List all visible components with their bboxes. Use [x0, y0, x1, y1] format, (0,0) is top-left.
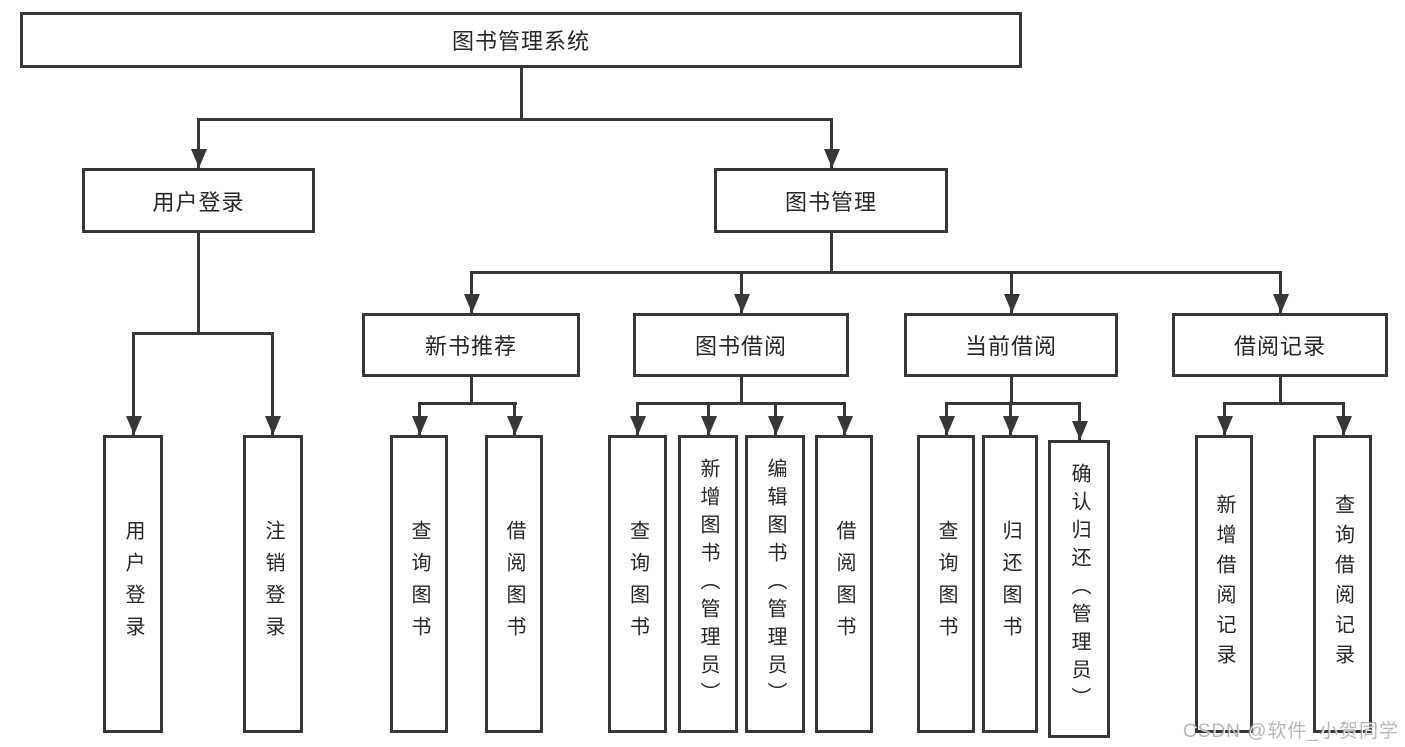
connector-borrow-record-bar [1223, 402, 1345, 405]
node-book-management-label: 图书管理 [784, 189, 877, 215]
node-user-login: 用户登录 [82, 168, 315, 233]
leaf-bb-edit-books-admin: 编辑图书（管理员） [745, 435, 805, 733]
connector-arrow-bb-borrow [843, 402, 846, 435]
leaf-nb-borrow-books: 借阅图书 [485, 435, 543, 733]
leaf-cb-return-books: 归还图书 [982, 435, 1038, 733]
connector-arrow-leaf-login [132, 332, 135, 435]
connector-current-borrow-stem [1010, 377, 1013, 404]
leaf-user-login-label: 用户登录 [122, 520, 144, 648]
connector-level3-bar [470, 271, 1282, 274]
connector-arrow-br-add [1223, 402, 1226, 435]
leaf-logout-label: 注销登录 [262, 520, 284, 648]
connector-arrow-br-query [1342, 402, 1345, 435]
leaf-br-query-record-label: 查询借阅记录 [1331, 494, 1354, 674]
connector-arrow-cb-return [1009, 402, 1012, 435]
leaf-cb-query-books-label: 查询图书 [935, 520, 957, 648]
node-root-library-management-system: 图书管理系统 [20, 12, 1022, 68]
connector-new-book-bar [418, 402, 517, 405]
node-book-borrow-label: 图书借阅 [694, 334, 787, 359]
connector-arrow-book-borrow [740, 271, 743, 313]
connector-current-borrow-bar [945, 402, 1081, 405]
node-new-book-recommend: 新书推荐 [362, 313, 580, 377]
connector-arrow-bb-query [636, 402, 639, 435]
connector-root-stem [520, 67, 523, 120]
connector-arrow-cb-confirm [1078, 402, 1081, 440]
connector-arrow-current-borrow [1010, 271, 1013, 313]
node-current-borrow-label: 当前借阅 [964, 334, 1057, 359]
leaf-logout: 注销登录 [243, 435, 303, 733]
connector-book-borrow-stem [740, 377, 743, 404]
leaf-bb-query-books: 查询图书 [608, 435, 667, 733]
connector-user-login-bar [132, 332, 274, 335]
leaf-user-login: 用户登录 [103, 435, 163, 733]
connector-book-management-stem [830, 233, 833, 273]
connector-arrow-book-management [830, 118, 833, 168]
leaf-cb-confirm-return-admin: 确认归还（管理员） [1048, 440, 1110, 738]
connector-level2-bar [197, 118, 833, 121]
connector-arrow-bb-edit [774, 402, 777, 435]
leaf-br-add-record-label: 新增借阅记录 [1213, 494, 1235, 674]
connector-arrow-new-book [470, 271, 473, 313]
leaf-br-query-record: 查询借阅记录 [1313, 435, 1372, 733]
node-current-borrow: 当前借阅 [904, 313, 1118, 377]
leaf-bb-edit-books-admin-label: 编辑图书（管理员） [764, 458, 786, 710]
node-user-login-label: 用户登录 [152, 189, 245, 215]
leaf-cb-query-books: 查询图书 [917, 435, 975, 733]
node-new-book-recommend-label: 新书推荐 [424, 334, 517, 359]
connector-arrow-nb-query [418, 402, 421, 435]
leaf-nb-query-books: 查询图书 [390, 435, 448, 733]
connector-book-borrow-bar [636, 402, 845, 405]
node-book-management: 图书管理 [714, 168, 948, 233]
leaf-bb-borrow-books-label: 借阅图书 [833, 520, 855, 648]
connector-arrow-borrow-record [1279, 271, 1282, 313]
leaf-nb-borrow-books-label: 借阅图书 [503, 520, 525, 648]
leaf-cb-return-books-label: 归还图书 [999, 520, 1021, 648]
leaf-bb-query-books-label: 查询图书 [626, 520, 649, 648]
connector-arrow-leaf-logout [271, 332, 274, 435]
connector-arrow-bb-add [707, 402, 710, 435]
connector-arrow-cb-query [945, 402, 948, 435]
connector-arrow-user-login [197, 118, 200, 168]
connector-borrow-record-stem [1279, 377, 1282, 404]
connector-arrow-nb-borrow [513, 402, 516, 435]
node-book-borrow: 图书借阅 [633, 313, 849, 377]
leaf-cb-confirm-return-admin-label: 确认归还（管理员） [1068, 463, 1090, 715]
connector-new-book-stem [470, 377, 473, 404]
leaf-br-add-record: 新增借阅记录 [1195, 435, 1253, 733]
connector-user-login-stem [197, 232, 200, 334]
leaf-bb-borrow-books: 借阅图书 [815, 435, 873, 733]
leaf-bb-add-books-admin: 新增图书（管理员） [678, 435, 738, 733]
leaf-nb-query-books-label: 查询图书 [408, 520, 430, 648]
leaf-bb-add-books-admin-label: 新增图书（管理员） [697, 458, 719, 710]
node-root-label: 图书管理系统 [451, 29, 590, 54]
node-borrow-record-label: 借阅记录 [1233, 334, 1326, 359]
node-borrow-record: 借阅记录 [1172, 313, 1388, 377]
